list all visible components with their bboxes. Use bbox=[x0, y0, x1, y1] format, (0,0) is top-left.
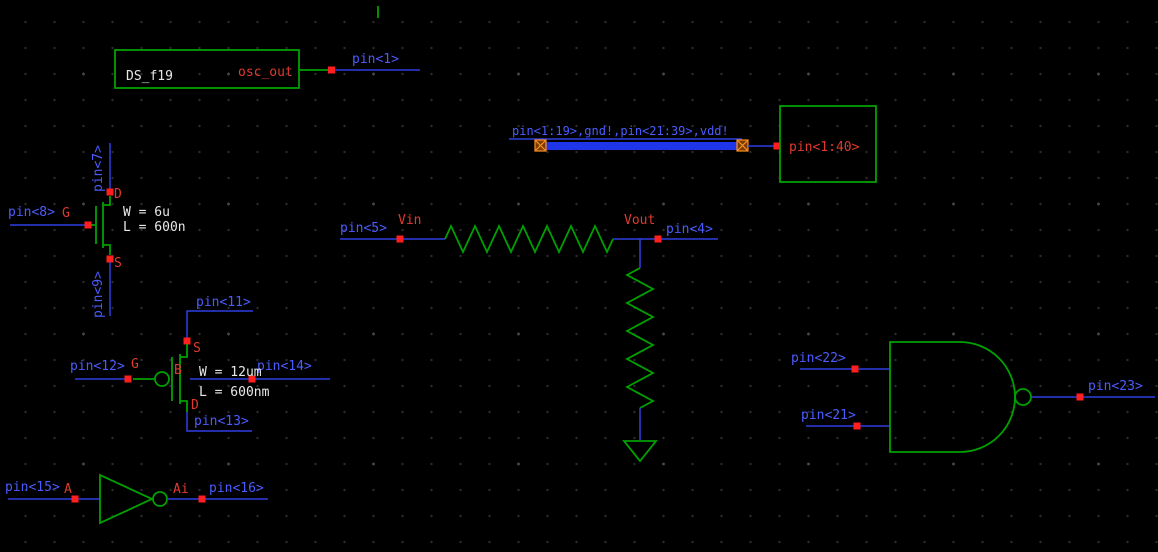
nand-out-pin-square[interactable] bbox=[1076, 393, 1084, 401]
osc-out-terminal-label: osc_out bbox=[238, 65, 293, 80]
rc-out-pin-label[interactable]: pin<4> bbox=[666, 222, 713, 237]
nand-in2-pin-square[interactable] bbox=[853, 422, 861, 430]
vertical-resistor[interactable] bbox=[625, 267, 655, 409]
pmos-gate-bubble[interactable] bbox=[154, 371, 170, 387]
pmos-transistor[interactable]: pin<11> S pin<12> G B pin<14> W = 12um L… bbox=[70, 295, 330, 432]
pmos-source-wire[interactable] bbox=[186, 310, 253, 341]
inverter-in-pin-square[interactable] bbox=[71, 495, 79, 503]
nmos-source-pin-square[interactable] bbox=[106, 255, 114, 263]
pmos-bulk-terminal-label: B bbox=[174, 363, 182, 378]
nmos-source-pin-label[interactable]: pin<9> bbox=[91, 271, 106, 318]
pin-block-outline[interactable] bbox=[779, 105, 877, 183]
pmos-length-annotation: L = 600nm bbox=[199, 385, 270, 400]
nand-in1-pin-square[interactable] bbox=[851, 365, 859, 373]
nand-output-bubble[interactable] bbox=[1014, 388, 1032, 406]
inverter-body[interactable] bbox=[99, 473, 155, 525]
nmos-transistor[interactable]: pin<7> D pin<8> G W = 6u L = 600n S pin<… bbox=[8, 143, 186, 318]
rc-in-pin-label[interactable]: pin<5> bbox=[340, 221, 387, 236]
nmos-drain-pin-label[interactable]: pin<7> bbox=[91, 145, 106, 192]
pmos-bulk-pin-square[interactable] bbox=[248, 375, 256, 383]
ground-symbol[interactable] bbox=[622, 440, 658, 463]
nand-gate[interactable]: pin<22> pin<21> pin<23> bbox=[791, 341, 1155, 453]
inverter-out-terminal-label: Ai bbox=[173, 482, 189, 497]
nand-body[interactable] bbox=[889, 341, 1016, 453]
nmos-drain-terminal-label: D bbox=[114, 187, 122, 202]
nand-in2-pin-label[interactable]: pin<21> bbox=[801, 408, 856, 423]
pmos-width-annotation: W = 12um bbox=[199, 365, 262, 380]
instance-name-label[interactable]: DS_f19 bbox=[126, 69, 173, 84]
nand-out-pin-label[interactable]: pin<23> bbox=[1088, 379, 1143, 394]
pin-block-label[interactable]: pin<1:40> bbox=[789, 140, 860, 155]
inverter-in-pin-label[interactable]: pin<15> bbox=[5, 480, 60, 495]
bus-end-marker-right[interactable] bbox=[736, 139, 749, 152]
bus-net[interactable]: pin<1:19>,gnd!,pin<21:39>,vdd! pin<1:40> bbox=[509, 105, 877, 183]
bus-block-pin-square[interactable] bbox=[773, 142, 781, 150]
inverter-gate[interactable]: pin<15> A Ai pin<16> bbox=[5, 473, 268, 525]
oscillator-block-outline[interactable] bbox=[114, 49, 300, 89]
inverter-output-bubble[interactable] bbox=[152, 491, 168, 507]
rc-out-pin-square[interactable] bbox=[654, 235, 662, 243]
pmos-bulk-pin-label[interactable]: pin<14> bbox=[257, 359, 312, 374]
pmos-gate-terminal-label: G bbox=[131, 357, 139, 372]
pmos-gate-pin-label[interactable]: pin<12> bbox=[70, 359, 125, 374]
inverter-out-pin-square[interactable] bbox=[198, 495, 206, 503]
pmos-drain-terminal-label: D bbox=[191, 398, 199, 413]
rc-in-pin-square[interactable] bbox=[396, 235, 404, 243]
bus-bar[interactable] bbox=[540, 142, 740, 150]
vout-net-label[interactable]: Vout bbox=[624, 213, 655, 228]
pmos-drain-wire[interactable] bbox=[186, 412, 252, 432]
bus-net-label[interactable]: pin<1:19>,gnd!,pin<21:39>,vdd! bbox=[512, 124, 729, 138]
pmos-drain-leg[interactable] bbox=[180, 400, 188, 412]
pmos-source-terminal-label: S bbox=[193, 341, 201, 356]
nmos-source-leg[interactable] bbox=[103, 244, 111, 255]
horizontal-resistor[interactable] bbox=[444, 223, 614, 255]
nmos-width-annotation: W = 6u bbox=[123, 205, 170, 220]
nmos-drain-pin-square[interactable] bbox=[106, 188, 114, 196]
inverter-out-pin-label[interactable]: pin<16> bbox=[209, 481, 264, 496]
nmos-drain-leg[interactable] bbox=[103, 196, 111, 206]
pmos-gate-pin-square[interactable] bbox=[124, 375, 132, 383]
pmos-source-leg[interactable] bbox=[180, 344, 188, 358]
pmos-source-pin-label[interactable]: pin<11> bbox=[196, 295, 251, 310]
nmos-gate-terminal-label: G bbox=[62, 206, 70, 221]
nmos-gate-pin-label[interactable]: pin<8> bbox=[8, 205, 55, 220]
resistor-network[interactable]: pin<5> Vin Vout pin<4> bbox=[340, 213, 718, 463]
nmos-gate-pin-square[interactable] bbox=[84, 221, 92, 229]
vin-net-label[interactable]: Vin bbox=[398, 213, 421, 228]
pmos-source-pin-square[interactable] bbox=[183, 337, 191, 345]
pmos-drain-pin-label[interactable]: pin<13> bbox=[194, 414, 249, 429]
bus-end-marker-left[interactable] bbox=[534, 139, 547, 152]
inverter-in-terminal-label: A bbox=[64, 482, 72, 497]
nmos-length-annotation: L = 600n bbox=[123, 220, 186, 235]
pin1-square[interactable] bbox=[328, 66, 335, 74]
nand-in1-pin-label[interactable]: pin<22> bbox=[791, 351, 846, 366]
nmos-source-terminal-label: S bbox=[114, 256, 122, 271]
pin1-label[interactable]: pin<1> bbox=[352, 52, 399, 67]
oscillator-block[interactable]: DS_f19 osc_out pin<1> bbox=[114, 49, 420, 89]
